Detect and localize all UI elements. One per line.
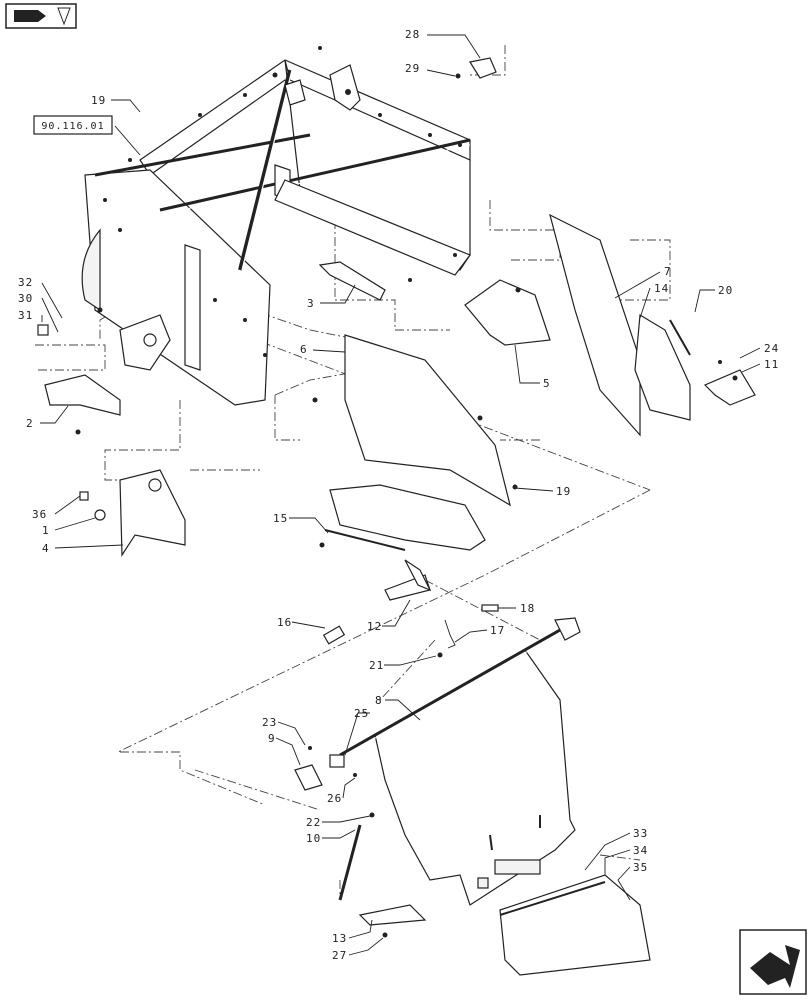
part-14-side-panel [634,313,691,421]
callout-14: 14 [654,282,669,295]
callout-27: 27 [332,949,347,962]
callout-1: 1 [42,524,50,537]
part-15-deflector [319,484,486,551]
callout-21: 21 [369,659,384,672]
callout-9: 9 [268,732,276,745]
part-11-clip [703,360,756,406]
part-2-bracket [44,374,121,435]
book-arrow-icon[interactable] [5,3,77,29]
callout-10: 10 [306,832,321,845]
part-28-hinge [455,57,497,79]
part-18-pin [481,604,499,612]
callout-35: 35 [633,861,648,874]
part-7-side-panel [549,213,641,437]
callout-7: 7 [664,265,672,278]
part-6-panel [312,334,518,507]
next-page-arrow-icon[interactable] [739,929,807,995]
part-5-bracket [464,279,551,346]
callout-11: 11 [764,358,779,371]
part-8-shield [339,617,581,906]
part-4-support [79,469,186,557]
part-17-rod [444,619,456,649]
part-25-bushing [329,754,357,777]
callout-5: 5 [543,377,551,390]
reference-box[interactable]: 90.116.01 [33,115,113,135]
callout-8: 8 [375,694,383,707]
part-12-lever [384,559,432,601]
part-21-bolt [437,652,443,658]
part-16-spring [322,625,346,645]
part-9-bracket [294,746,323,791]
callout-15: 15 [273,512,288,525]
callout-23: 23 [262,716,277,729]
callout-6: 6 [300,343,308,356]
callout-12: 12 [367,620,382,633]
callout-29: 29 [405,62,420,75]
callout-20: 20 [718,284,733,297]
callout-2: 2 [26,417,34,430]
callout-17: 17 [490,624,505,637]
callout-22: 22 [306,816,321,829]
callout-18: 18 [520,602,535,615]
main-frame-assembly [81,46,471,406]
callout-32: 32 [18,276,33,289]
callout-24: 24 [764,342,779,355]
callout-26: 26 [327,792,342,805]
leader-lines [40,34,761,956]
reference-box-label: 90.116.01 [41,121,104,132]
part-13-bracket [358,904,427,938]
callout-3: 3 [307,297,315,310]
part-34-flap [499,874,651,976]
callout-36: 36 [32,508,47,521]
callout-16: 16 [277,616,292,629]
callout-19: 19 [556,485,571,498]
callout-25: 25 [354,707,369,720]
callout-31: 31 [18,309,33,322]
callout-28: 28 [405,28,420,41]
part-3-plate [318,261,386,301]
callout-34: 34 [633,844,648,857]
callout-4: 4 [42,542,50,555]
callout-33: 33 [633,827,648,840]
part-31-nut [37,324,49,336]
callout-19: 19 [91,94,106,107]
part-10-strut [338,812,375,901]
callout-30: 30 [18,292,33,305]
callout-13: 13 [332,932,347,945]
callout-labels: 28 29 19 32 30 31 3 6 2 7 14 20 24 11 5 … [18,28,779,962]
